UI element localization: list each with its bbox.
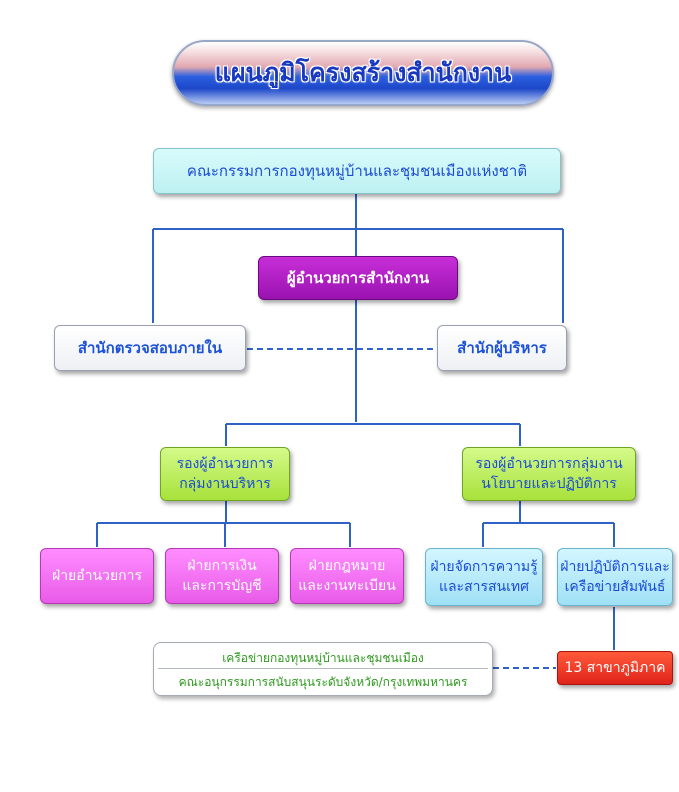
deputy-admin-line2: กลุ่มงานบริหาร [179,476,271,492]
dept-finance-line1: ฝ่ายการเงิน [187,558,257,574]
network-line2: คณะอนุกรรมการสนับสนุนระดับจังหวัด/กรุงเท… [178,675,468,689]
internal-audit-box[interactable]: สำนักตรวจสอบภายใน [54,325,246,371]
network-line1: เครือข่ายกองทุนหมู่บ้านและชุมชนเมือง [222,651,424,665]
director-label: ผู้อำนวยการสำนักงาน [286,269,430,287]
internal-audit-label: สำนักตรวจสอบภายใน [77,339,223,357]
network-box[interactable]: เครือข่ายกองทุนหมู่บ้านและชุมชนเมือง คณะ… [153,642,493,696]
dept-operations-box[interactable]: ฝ่ายปฏิบัติการและ เครือข่ายสัมพันธ์ [557,548,673,606]
executive-office-box[interactable]: สำนักผู้บริหาร [437,325,567,371]
dept-finance-line2: และการบัญชี [182,578,262,594]
dept-legal-line1: ฝ่ายกฎหมาย [308,558,386,574]
dept-operations-line1: ฝ่ายปฏิบัติการและ [560,559,670,575]
executive-office-label: สำนักผู้บริหาร [457,339,547,357]
dept-knowledge-line1: ฝ่ายจัดการความรู้ [430,559,538,575]
deputy-admin-line1: รองผู้อำนวยการ [176,456,274,472]
network-divider [158,668,488,669]
committee-label: คณะกรรมการกองทุนหมู่บ้านและชุมชนเมืองแห่… [186,162,528,180]
dept-admin-label: ฝ่ายอำนวยการ [51,568,143,584]
committee-box[interactable]: คณะกรรมการกองทุนหมู่บ้านและชุมชนเมืองแห่… [153,148,561,194]
dept-legal-box[interactable]: ฝ่ายกฎหมาย และงานทะเบียน [290,548,404,604]
deputy-policy-box[interactable]: รองผู้อำนวยการกลุ่มงาน นโยบายและปฏิบัติก… [462,447,636,501]
page-title: แผนภูมิโครงสร้างสำนักงาน [214,58,512,87]
title-banner: แผนภูมิโครงสร้างสำนักงาน [172,40,554,106]
dept-knowledge-line2: และสารสนเทศ [438,579,530,595]
dept-legal-line2: และงานทะเบียน [298,578,396,594]
dept-admin-box[interactable]: ฝ่ายอำนวยการ [40,548,154,604]
dept-finance-box[interactable]: ฝ่ายการเงิน และการบัญชี [165,548,279,604]
dept-operations-line2: เครือข่ายสัมพันธ์ [564,579,666,595]
deputy-admin-box[interactable]: รองผู้อำนวยการ กลุ่มงานบริหาร [160,447,290,501]
dept-knowledge-box[interactable]: ฝ่ายจัดการความรู้ และสารสนเทศ [425,548,543,606]
deputy-policy-line1: รองผู้อำนวยการกลุ่มงาน [475,456,623,472]
director-box[interactable]: ผู้อำนวยการสำนักงาน [258,256,458,300]
regional-branches-box[interactable]: 13 สาขาภูมิภาค [557,651,673,685]
deputy-policy-line2: นโยบายและปฏิบัติการ [481,476,617,492]
regional-branches-label: 13 สาขาภูมิภาค [564,660,666,676]
